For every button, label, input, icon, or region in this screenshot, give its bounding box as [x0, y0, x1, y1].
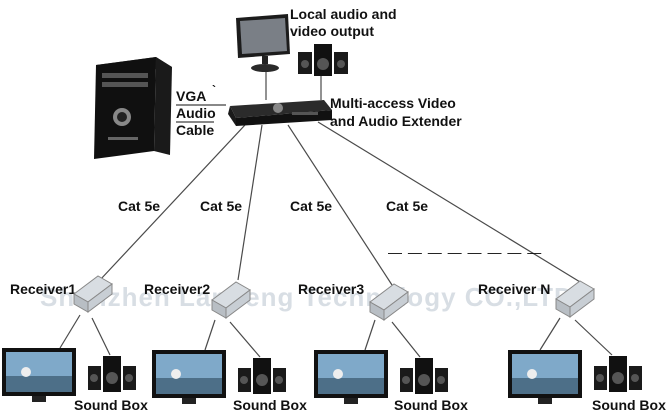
- sound-box-label-4: Sound Box: [592, 397, 666, 413]
- receiver3-label: Receiver3: [298, 281, 365, 297]
- receiver-icon: [555, 280, 595, 318]
- sound-box-label-3: Sound Box: [394, 397, 468, 413]
- speaker-icon: [400, 358, 448, 394]
- extender-label-2: and Audio Extender: [330, 113, 462, 129]
- cat5e-label-4: Cat 5e: [386, 198, 429, 214]
- pc-tower-icon: [94, 57, 172, 159]
- cable-r1-to-tv1: [59, 314, 81, 349]
- vga-audio-cable: [176, 104, 226, 123]
- speaker-icon: [594, 356, 642, 392]
- cable-r2-to-tv2: [204, 319, 216, 351]
- tick-mark: `: [212, 83, 216, 97]
- cable-label: Cable: [176, 122, 215, 138]
- local-output-label-2: video output: [290, 23, 374, 39]
- speaker-icon: [298, 44, 348, 76]
- cat5e-label-2: Cat 5e: [200, 198, 243, 214]
- cable-r3-to-speaker3: [391, 321, 421, 358]
- receiver1-label: Receiver1: [10, 281, 77, 297]
- speaker-icon: [88, 356, 136, 392]
- cable-r2-to-speaker2: [229, 321, 261, 358]
- cable-r3-to-tv3: [364, 319, 376, 351]
- cat5e-label-3: Cat 5e: [290, 198, 333, 214]
- tv-icon: [314, 350, 388, 404]
- sound-box-label-2: Sound Box: [233, 397, 307, 413]
- cable-to-receiver2: [237, 124, 263, 281]
- speaker-icon: [238, 358, 286, 394]
- audio-label: Audio: [176, 105, 216, 121]
- cable-to-receiver1: [99, 124, 246, 281]
- vga-label: VGA: [176, 88, 207, 104]
- tv-icon: [508, 350, 582, 404]
- receiver-icon: [211, 281, 251, 319]
- cable-r1-to-speaker1: [91, 317, 111, 356]
- receiver-icon: [73, 275, 113, 313]
- extender-label-1: Multi-access Video: [330, 95, 456, 111]
- cable-rN-to-tvN: [539, 317, 561, 351]
- cable-rN-to-speakerN: [574, 319, 613, 356]
- sound-box-label-1: Sound Box: [74, 397, 148, 413]
- receiver-icon: [369, 283, 409, 321]
- tv-icon: [2, 348, 76, 402]
- cat5e-label-1: Cat 5e: [118, 198, 161, 214]
- extender-icon: [228, 100, 332, 126]
- tv-icon: [152, 350, 226, 404]
- receiverN-label: Receiver N: [478, 281, 551, 297]
- local-output-label-1: Local audio and: [290, 6, 397, 22]
- receiver2-label: Receiver2: [144, 281, 211, 297]
- monitor-icon: [236, 14, 290, 72]
- watermark-text: Shenzhen Landeng Technology CO.,LTD: [40, 282, 574, 312]
- cable-to-receiver3: [287, 124, 393, 286]
- ellipsis-dashes: — — — — — — — —: [388, 244, 543, 260]
- cable-to-receiverN: [317, 121, 586, 286]
